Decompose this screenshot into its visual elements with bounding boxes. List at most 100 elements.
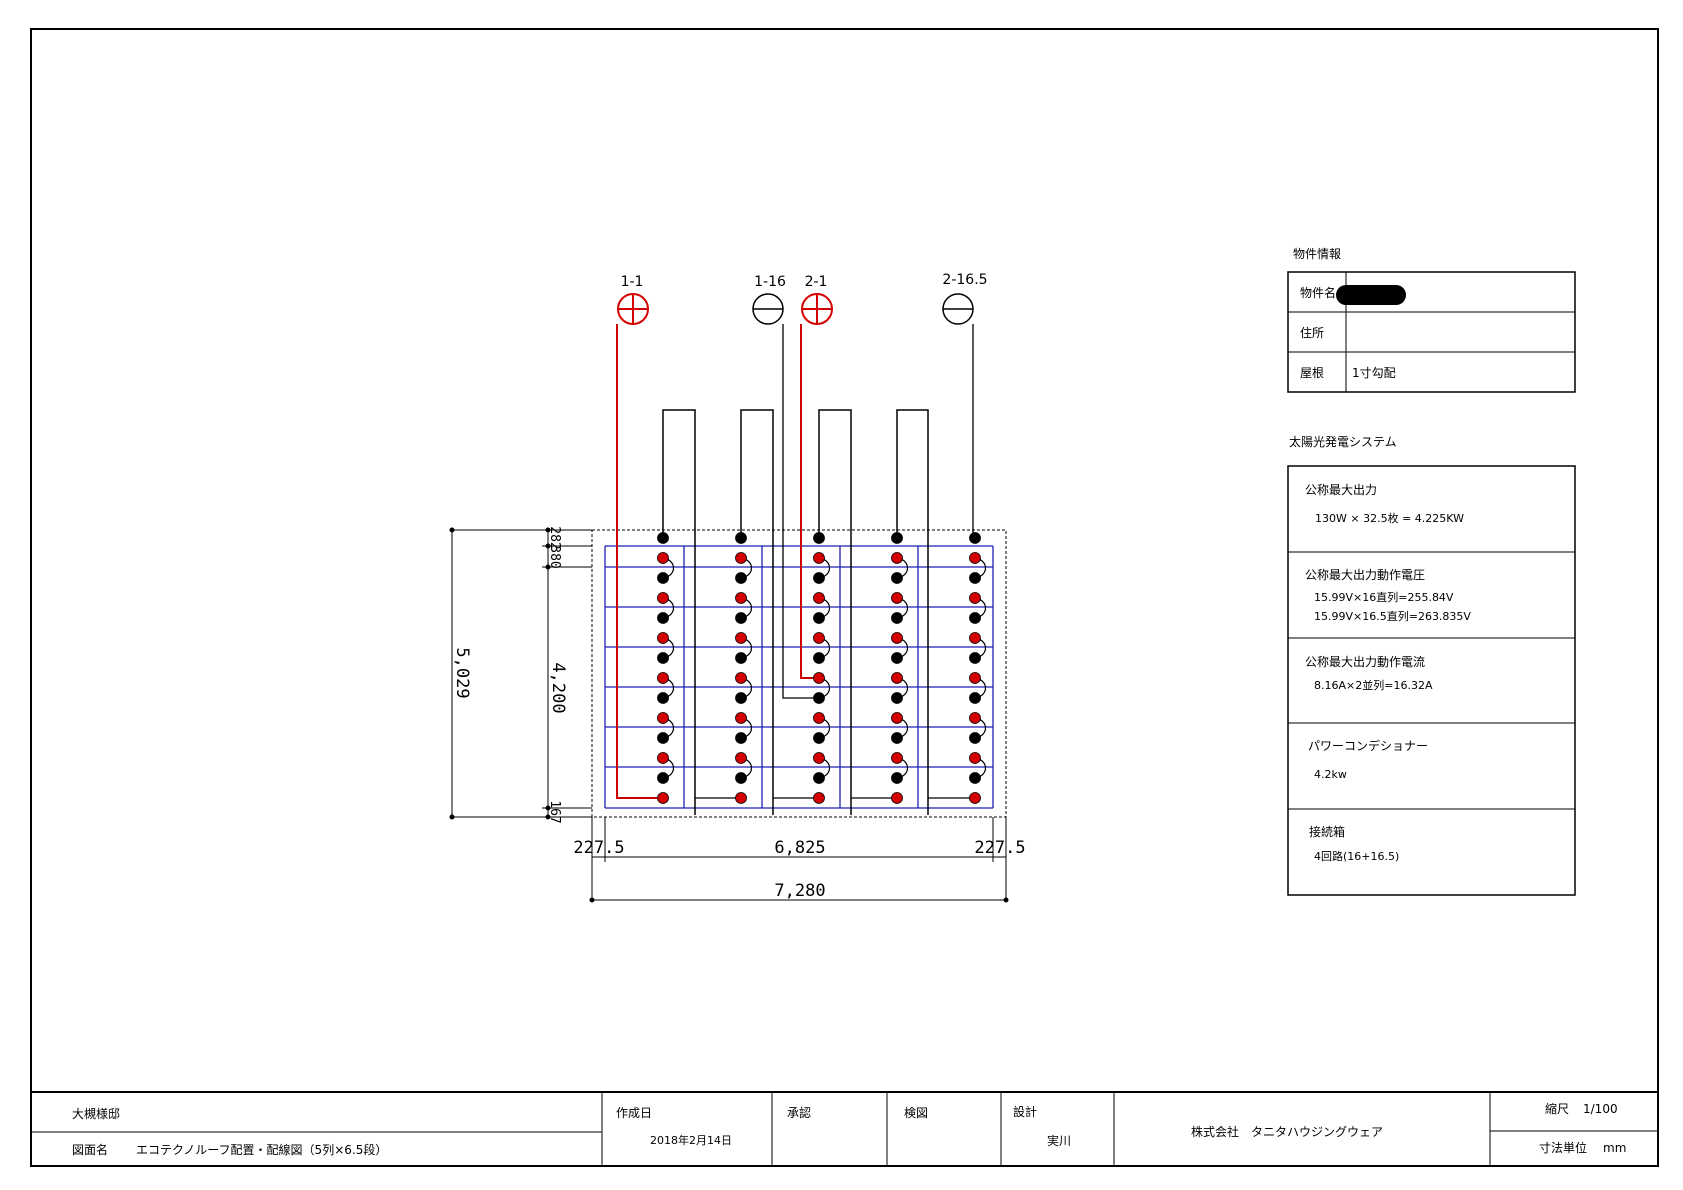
client-name: 大槻様邸 [72, 1106, 120, 1121]
positive-terminal [657, 552, 669, 564]
terminal-1-1: 1-1 [617, 274, 649, 325]
positive-terminal [813, 752, 825, 764]
drawing-name-label: 図面名 [72, 1142, 108, 1157]
positive-terminal [891, 752, 903, 764]
design-label: 設計 [1013, 1104, 1037, 1119]
dim-top-a: 282 [547, 526, 562, 549]
scale-label: 縮尺 [1545, 1101, 1569, 1116]
negative-terminal [969, 572, 981, 584]
positive-terminal [813, 792, 825, 804]
created-date: 2018年2月14日 [650, 1133, 732, 1147]
pv-system-panel: 太陽光発電システム 公称最大出力 130W × 32.5枚 = 4.225KW … [1287, 434, 1576, 896]
negative-terminal [735, 732, 747, 744]
positive-terminal [969, 632, 981, 644]
terminal-label-1-16: 1-16 [754, 274, 786, 290]
negative-terminal [969, 652, 981, 664]
cable-loop-4 [896, 409, 929, 815]
positive-terminal [657, 712, 669, 724]
roof-layout-diagram: 1-1 1-16 2-1 2-16.5 [449, 272, 1026, 903]
operating-voltage-title: 公称最大出力動作電圧 [1305, 568, 1425, 582]
negative-terminal [735, 652, 747, 664]
negative-terminal [813, 732, 825, 744]
negative-terminal [813, 572, 825, 584]
positive-terminal [969, 712, 981, 724]
dim-width-total: 7,280 [774, 881, 825, 901]
positive-terminal [969, 672, 981, 684]
power-conditioner-value: 4.2kw [1314, 768, 1347, 781]
positive-terminal [735, 632, 747, 644]
sheet-border [30, 28, 1659, 1167]
negative-terminal [657, 732, 669, 744]
unit-value: mm [1603, 1141, 1626, 1155]
negative-terminal [891, 772, 903, 784]
cable-loops [662, 409, 929, 815]
dim-margin-right: 227.5 [974, 838, 1025, 858]
junction-box-value: 4回路(16+16.5) [1314, 850, 1399, 863]
negative-terminal [735, 572, 747, 584]
positive-terminal [657, 632, 669, 644]
positive-terminal [891, 672, 903, 684]
negative-terminal [969, 772, 981, 784]
negative-terminal [891, 652, 903, 664]
string-1-positive-wire [616, 324, 663, 799]
negative-terminal [891, 732, 903, 744]
pv-system-heading: 太陽光発電システム [1289, 434, 1397, 449]
positive-terminal [891, 632, 903, 644]
positive-terminal [969, 792, 981, 804]
property-info-panel: 物件情報 物件名 住所 屋根 1寸勾配 [1287, 247, 1576, 393]
negative-terminal [891, 692, 903, 704]
roof-label: 屋根 [1300, 366, 1324, 380]
cable-loop-3 [818, 409, 852, 815]
negative-terminal [891, 612, 903, 624]
cable-loop-2 [740, 409, 774, 815]
positive-terminal [813, 632, 825, 644]
cable-loop-1 [662, 409, 696, 815]
created-date-label: 作成日 [616, 1106, 652, 1120]
operating-current-value: 8.16A×2並列=16.32A [1314, 678, 1433, 692]
negative-terminal [735, 612, 747, 624]
string-1-negative-wire [782, 324, 819, 699]
positive-terminal [891, 592, 903, 604]
redaction-mark [1336, 285, 1406, 305]
negative-terminal [735, 772, 747, 784]
positive-terminal [891, 712, 903, 724]
negative-terminal [813, 692, 825, 704]
terminal-label-2-1: 2-1 [805, 274, 828, 290]
dim-bottom: 167 [547, 800, 562, 823]
positive-terminal [735, 752, 747, 764]
negative-terminal [969, 692, 981, 704]
positive-terminal [735, 592, 747, 604]
negative-terminal [657, 692, 669, 704]
address-label: 住所 [1300, 326, 1324, 340]
property-name-label: 物件名 [1300, 285, 1336, 300]
dim-margin-left: 227.5 [573, 838, 624, 858]
property-info-heading: 物件情報 [1293, 247, 1341, 261]
negative-terminal [735, 692, 747, 704]
rated-output-title: 公称最大出力 [1305, 483, 1377, 497]
junction-box-title: 接続箱 [1309, 824, 1345, 839]
string-2-positive-wire [800, 324, 819, 679]
negative-terminal [657, 652, 669, 664]
terminal-2-1: 2-1 [801, 274, 833, 325]
string-wiring [616, 324, 975, 799]
positive-terminal [657, 592, 669, 604]
negative-terminal [891, 572, 903, 584]
negative-terminal [969, 612, 981, 624]
negative-terminal [657, 612, 669, 624]
approved-label: 承認 [787, 1105, 811, 1120]
positive-terminal [735, 672, 747, 684]
dimensions [449, 527, 1009, 903]
positive-terminal [891, 792, 903, 804]
positive-terminal [891, 552, 903, 564]
negative-terminal [813, 652, 825, 664]
negative-terminal [657, 572, 669, 584]
terminal-2-16-5: 2-16.5 [942, 272, 988, 325]
negative-terminal [657, 772, 669, 784]
positive-terminal [813, 672, 825, 684]
positive-terminal [969, 552, 981, 564]
roof-outline [591, 529, 1007, 818]
operating-current-title: 公称最大出力動作電流 [1305, 655, 1425, 669]
positive-terminal [657, 752, 669, 764]
power-conditioner-title: パワーコンデショナー [1308, 738, 1428, 753]
title-block [31, 1091, 1658, 1166]
